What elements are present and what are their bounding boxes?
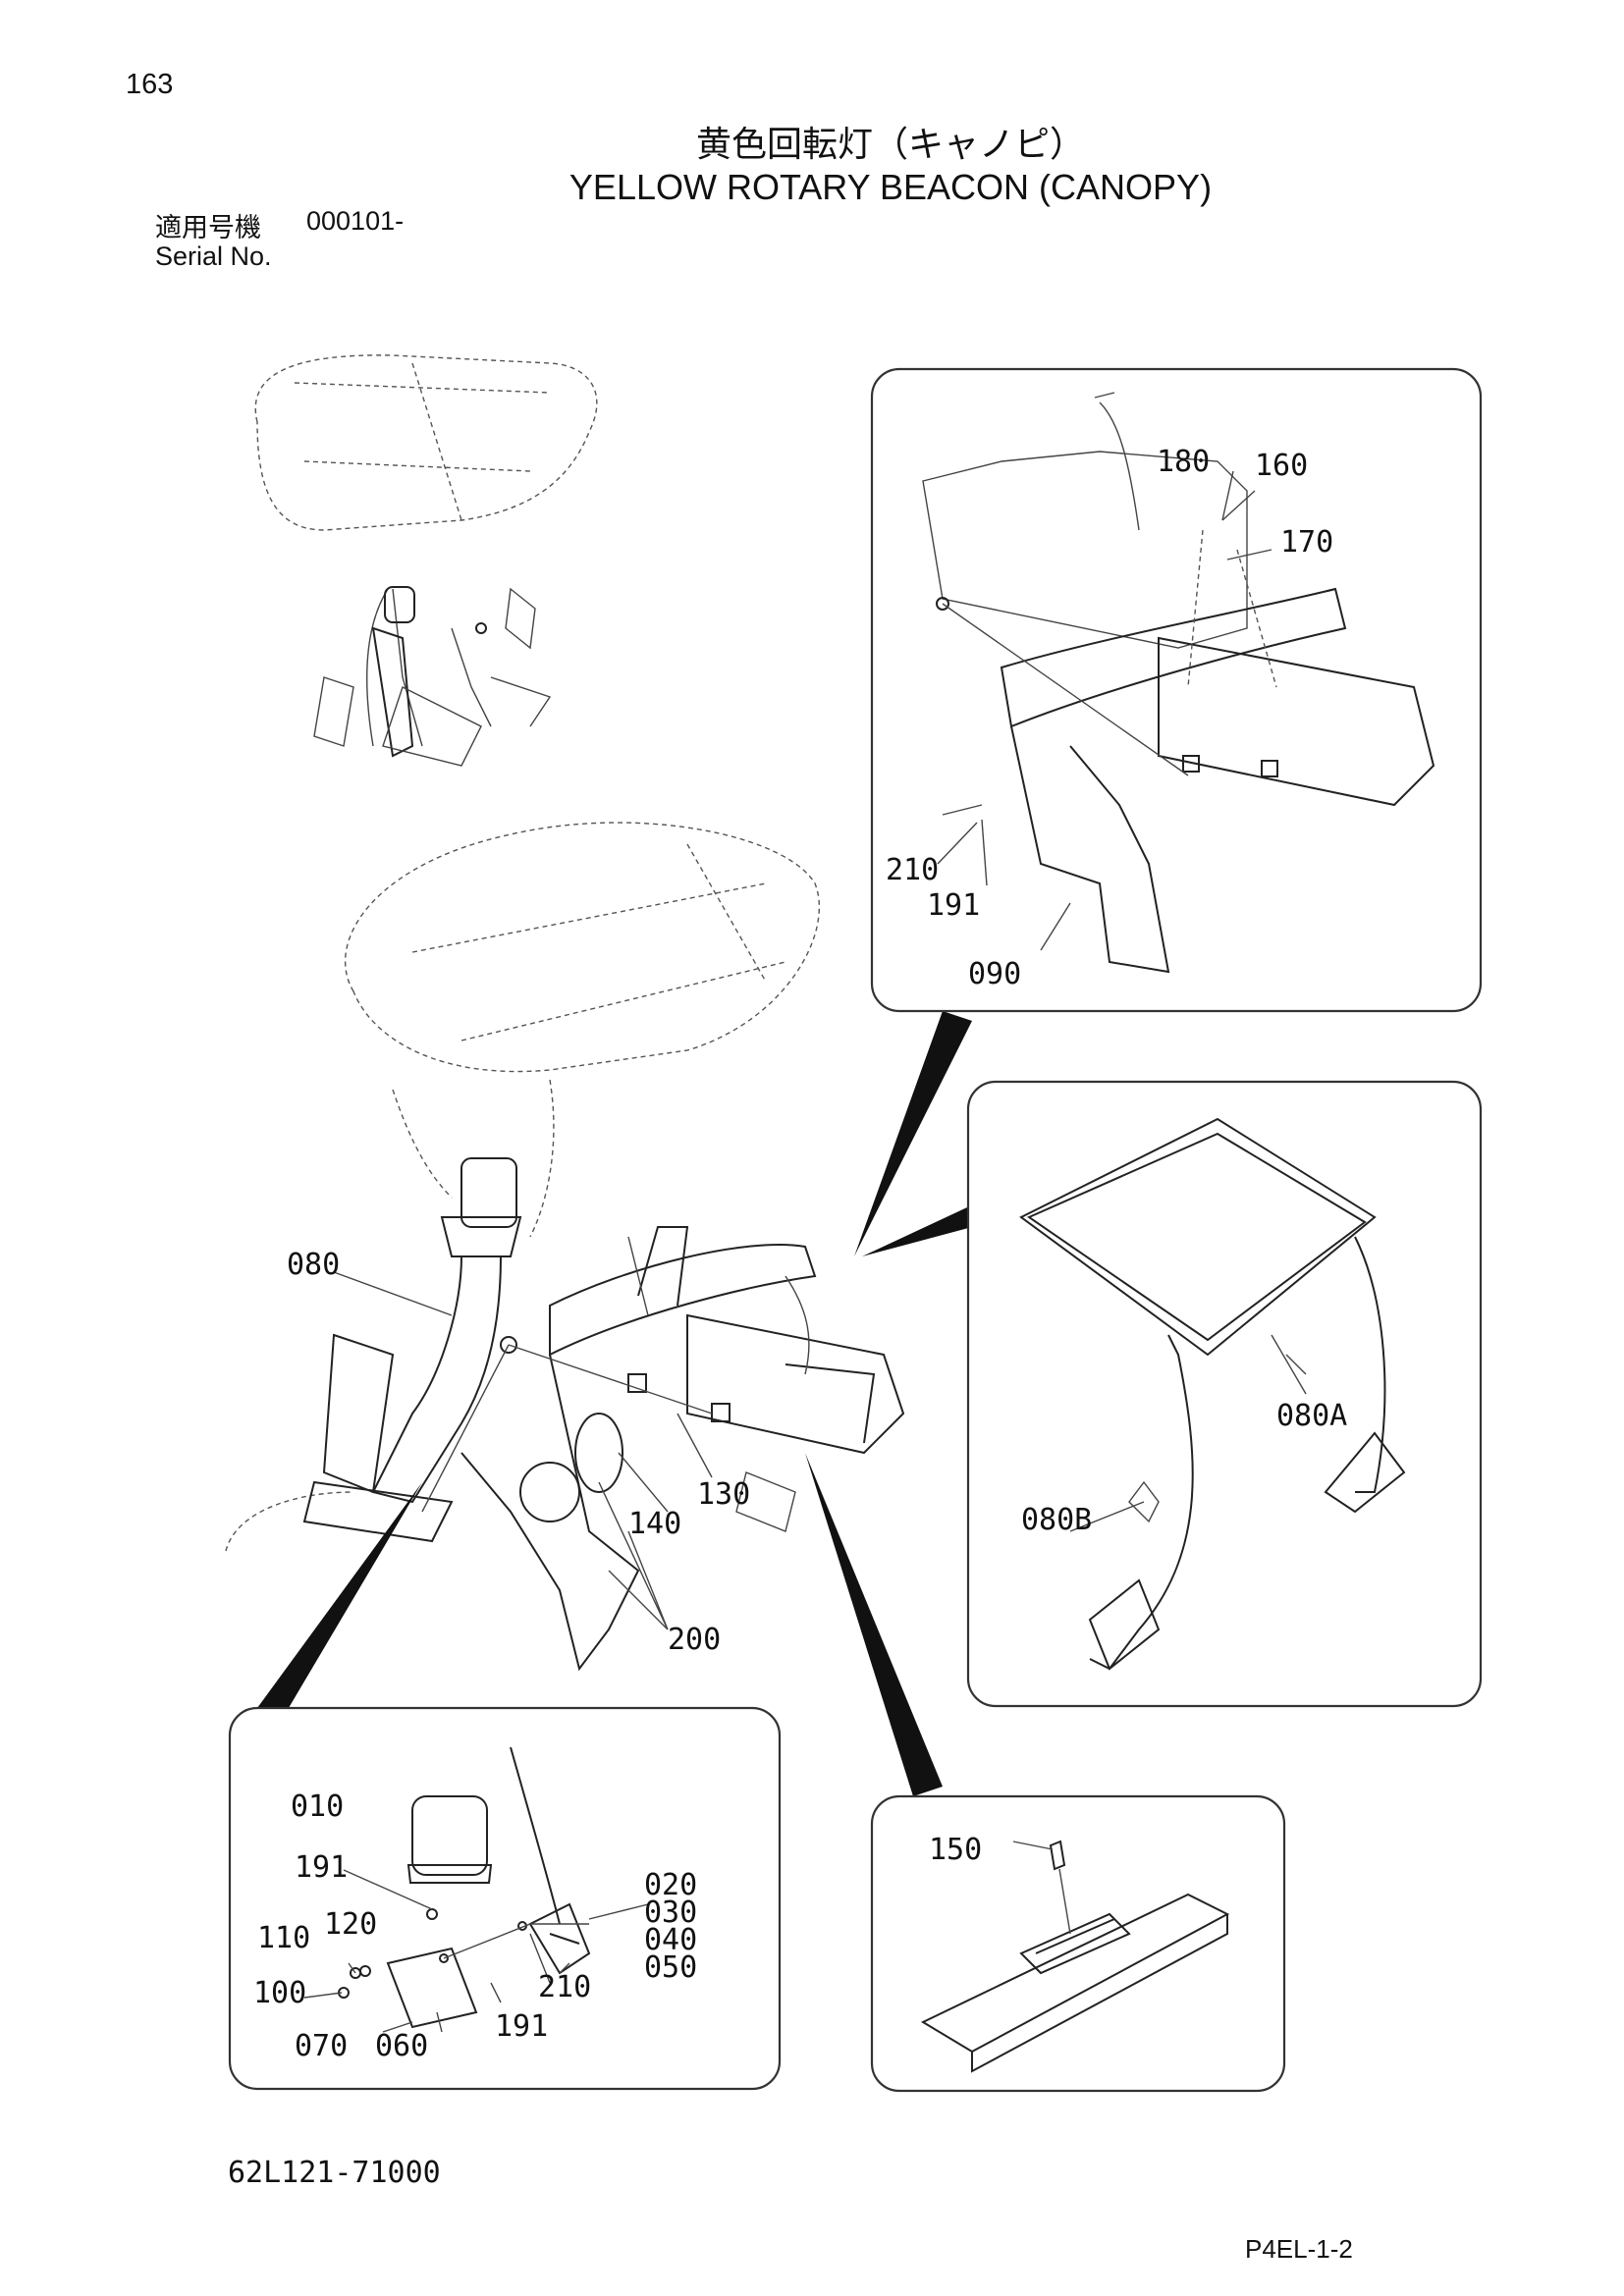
drawing-part-number: 62L121-71000 bbox=[228, 2156, 441, 2190]
callout-060: 060 bbox=[375, 2029, 428, 2063]
callout-191-lower: 191 bbox=[495, 2009, 548, 2044]
callout-160: 160 bbox=[1255, 449, 1308, 483]
page-title-english: YELLOW ROTARY BEACON (CANOPY) bbox=[568, 167, 1213, 207]
callout-030: 030 bbox=[644, 1896, 697, 1930]
callout-200: 200 bbox=[668, 1623, 721, 1657]
pointer-beacon bbox=[257, 1482, 422, 1718]
main-illustration bbox=[225, 822, 905, 1672]
page-number: 163 bbox=[126, 69, 174, 100]
callout-191-beacon: 191 bbox=[295, 1850, 348, 1885]
detail-panel-beacon bbox=[228, 1706, 782, 2091]
callout-191: 191 bbox=[927, 888, 980, 923]
pointer-top-right bbox=[854, 1011, 972, 1256]
detail-panel-fuse bbox=[870, 1794, 1286, 2093]
callout-210: 210 bbox=[886, 853, 939, 887]
detail-panel-console bbox=[870, 367, 1483, 1013]
pointer-fuse bbox=[805, 1453, 943, 1796]
callout-140: 140 bbox=[628, 1507, 681, 1541]
callout-080b: 080B bbox=[1021, 1503, 1092, 1537]
callout-150: 150 bbox=[929, 1833, 982, 1867]
callout-040: 040 bbox=[644, 1923, 697, 1957]
pointer-canopy bbox=[862, 1207, 972, 1256]
callout-130: 130 bbox=[697, 1477, 750, 1512]
serial-label-english: Serial No. bbox=[155, 241, 272, 271]
callout-210-beacon: 210 bbox=[538, 1970, 591, 2004]
callout-080: 080 bbox=[287, 1248, 340, 1282]
overview-illustration bbox=[254, 354, 598, 767]
callout-090: 090 bbox=[968, 957, 1021, 991]
callout-100: 100 bbox=[253, 1976, 306, 2010]
callout-050: 050 bbox=[644, 1950, 697, 1985]
callout-070: 070 bbox=[295, 2029, 348, 2063]
page-code: P4EL-1-2 bbox=[1245, 2234, 1353, 2264]
detail-panel-canopy bbox=[966, 1080, 1483, 1708]
callout-170: 170 bbox=[1280, 525, 1333, 560]
serial-label-japanese: 適用号機 bbox=[155, 213, 261, 243]
page-title-japanese: 黄色回転灯（キャノピ） bbox=[695, 125, 1085, 165]
callout-020: 020 bbox=[644, 1868, 697, 1902]
callout-010: 010 bbox=[291, 1789, 344, 1824]
serial-range: 000101- bbox=[306, 206, 405, 236]
callout-080a: 080A bbox=[1276, 1399, 1347, 1433]
callout-110: 110 bbox=[257, 1921, 310, 1955]
callout-120: 120 bbox=[324, 1907, 377, 1942]
callout-180: 180 bbox=[1157, 445, 1210, 479]
